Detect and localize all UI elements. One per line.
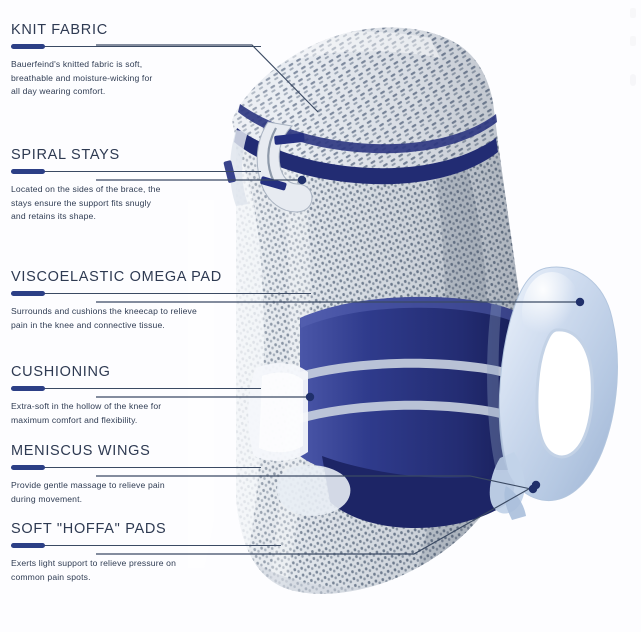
dot-cushioning bbox=[305, 392, 315, 402]
rule-accent-bar bbox=[11, 543, 45, 548]
desc-line: and retains its shape. bbox=[11, 211, 96, 222]
desc-line: Surrounds and cushions the kneecap to re… bbox=[11, 306, 197, 316]
rule-accent-bar bbox=[11, 291, 45, 296]
callout-rule-spiral-stays bbox=[11, 169, 261, 174]
callout-desc-hoffa: Exerts light support to relieve pressure… bbox=[11, 557, 281, 584]
callout-desc-spiral-stays: Located on the sides of the brace, the s… bbox=[11, 183, 261, 224]
desc-line: breathable and moisture-wicking for bbox=[11, 72, 153, 83]
callout-knit-fabric: KNIT FABRIC Bauerfeind's knitted fabric … bbox=[11, 22, 261, 99]
callout-soft-hoffa-pads: SOFT "HOFFA" PADS Exerts light support t… bbox=[11, 521, 281, 584]
callout-title-knit-fabric: KNIT FABRIC bbox=[11, 22, 108, 38]
rule-line bbox=[11, 545, 281, 546]
callout-desc-knit-fabric: Bauerfeind's knitted fabric is soft, bre… bbox=[11, 58, 261, 99]
callout-rule-knit-fabric bbox=[11, 44, 261, 49]
omega-navy-band bbox=[300, 296, 524, 528]
desc-line: Extra-soft in the hollow of the knee for bbox=[11, 401, 162, 411]
rule-accent-bar bbox=[11, 169, 45, 174]
desc-line: Exerts light support to relieve pressure… bbox=[11, 558, 177, 568]
desc-line: Provide gentle massage to relieve pain bbox=[11, 480, 165, 490]
callout-title-viscoelastic-omega-pad: VISCOELASTIC OMEGA PAD bbox=[11, 269, 222, 285]
edge-artifacts bbox=[630, 8, 636, 86]
callout-title-cushioning: CUSHIONING bbox=[11, 364, 111, 380]
callout-title-meniscus-wings: MENISCUS WINGS bbox=[11, 443, 151, 459]
desc-line: maximum comfort and flexibility. bbox=[11, 414, 138, 425]
rule-line bbox=[11, 46, 261, 47]
callout-cushioning: CUSHIONING Extra-soft in the hollow of t… bbox=[11, 364, 261, 427]
callout-spiral-stays: SPIRAL STAYS Located on the sides of the… bbox=[11, 147, 261, 224]
rule-line bbox=[11, 171, 261, 172]
callout-desc-viscoelastic: Surrounds and cushions the kneecap to re… bbox=[11, 305, 311, 332]
callout-rule-viscoelastic bbox=[11, 291, 311, 296]
desc-line: stays ensure the support fits snugly bbox=[11, 197, 152, 208]
desc-line: during movement. bbox=[11, 493, 83, 504]
callout-meniscus-wings: MENISCUS WINGS Provide gentle massage to… bbox=[11, 443, 261, 506]
callout-title-soft-hoffa-pads: SOFT "HOFFA" PADS bbox=[11, 521, 167, 537]
callout-viscoelastic-omega-pad: VISCOELASTIC OMEGA PAD Surrounds and cus… bbox=[11, 269, 311, 332]
callout-desc-cushioning: Extra-soft in the hollow of the knee for… bbox=[11, 400, 261, 427]
rule-accent-bar bbox=[11, 465, 45, 470]
leader-knit-fabric bbox=[96, 44, 319, 113]
callout-rule-cushioning bbox=[11, 386, 261, 391]
callout-desc-meniscus: Provide gentle massage to relieve pain d… bbox=[11, 479, 261, 506]
dot-spiral-stays bbox=[297, 175, 307, 185]
rule-accent-bar bbox=[11, 386, 45, 391]
leader-hoffa bbox=[96, 485, 535, 555]
meniscus-wing bbox=[277, 465, 351, 516]
cuff-navy-trim bbox=[234, 128, 498, 185]
spiral-stay-left bbox=[256, 121, 313, 213]
leader-lines bbox=[96, 44, 578, 555]
rule-line bbox=[11, 293, 311, 294]
callout-rule-meniscus bbox=[11, 465, 261, 470]
viscoelastic-omega-pad-part bbox=[487, 266, 618, 520]
desc-line: Bauerfeind's knitted fabric is soft, bbox=[11, 59, 143, 69]
desc-line: common pain spots. bbox=[11, 571, 91, 582]
desc-line: pain in the knee and connective tissue. bbox=[11, 319, 165, 330]
callout-title-spiral-stays: SPIRAL STAYS bbox=[11, 147, 120, 163]
callout-rule-hoffa bbox=[11, 543, 281, 548]
rule-accent-bar bbox=[11, 44, 45, 49]
dot-hoffa bbox=[531, 480, 541, 490]
dot-viscoelastic bbox=[575, 297, 585, 307]
rule-line bbox=[11, 388, 261, 389]
rule-line bbox=[11, 467, 261, 468]
leader-meniscus bbox=[96, 475, 532, 490]
leader-dots bbox=[297, 175, 585, 494]
desc-line: all day wearing comfort. bbox=[11, 86, 106, 97]
desc-line: Located on the sides of the brace, the bbox=[11, 184, 161, 194]
